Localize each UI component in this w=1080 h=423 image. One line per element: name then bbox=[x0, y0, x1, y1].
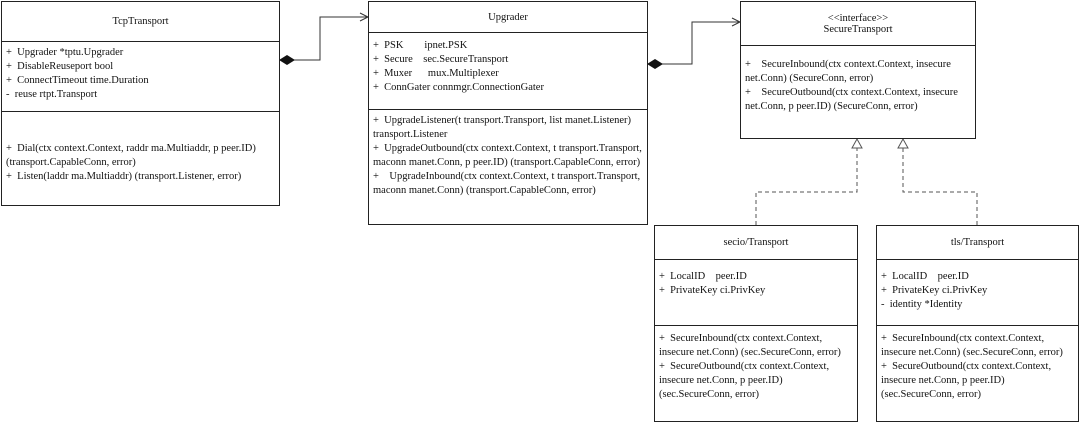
interface-stereotype: <<interface>> bbox=[827, 12, 889, 24]
attributes-section: + PSK ipnet.PSK + Secure sec.SecureTrans… bbox=[369, 33, 647, 110]
class-tcp-transport: TcpTransport + Upgrader *tptu.Upgrader +… bbox=[1, 1, 280, 206]
method: + SecureInbound(ctx context.Context, ins… bbox=[745, 59, 954, 84]
attributes-section: + LocalID peer.ID + PrivateKey ci.PrivKe… bbox=[655, 260, 857, 326]
class-secio-transport: secio/Transport + LocalID peer.ID + Priv… bbox=[654, 225, 858, 422]
class-title: tls/Transport bbox=[877, 226, 1078, 260]
attribute: - reuse rtpt.Transport bbox=[6, 89, 98, 100]
method: + Listen(laddr ma.Multiaddr) (transport.… bbox=[6, 171, 242, 182]
methods-section: + Dial(ctx context.Context, raddr ma.Mul… bbox=[2, 112, 279, 184]
composition-link-tcp-upgrader bbox=[279, 16, 368, 61]
class-title: <<interface>> SecureTransport bbox=[741, 2, 975, 46]
methods-section: + SecureInbound(ctx context.Context, ins… bbox=[655, 326, 857, 402]
attribute: + PSK ipnet.PSK bbox=[373, 40, 468, 51]
realization-triangle-tls bbox=[897, 137, 909, 149]
method: + SecureOutbound(ctx context.Context, in… bbox=[881, 361, 1054, 400]
realization-triangle-secio bbox=[851, 137, 863, 149]
class-upgrader: Upgrader + PSK ipnet.PSK + Secure sec.Se… bbox=[368, 1, 648, 225]
class-title: secio/Transport bbox=[655, 226, 857, 260]
composition-diamond-tcp bbox=[279, 55, 295, 65]
method: + UpgradeOutbound(ctx context.Context, t… bbox=[373, 143, 645, 168]
method: + SecureOutbound(ctx context.Context, in… bbox=[659, 361, 832, 400]
interface-secure-transport: <<interface>> SecureTransport + SecureIn… bbox=[740, 1, 976, 139]
composition-diamond-upgrader bbox=[647, 59, 663, 69]
method: + SecureInbound(ctx context.Context, ins… bbox=[881, 333, 1063, 358]
class-name: tls/Transport bbox=[950, 237, 1005, 248]
attribute: + ConnGater connmgr.ConnectionGater bbox=[373, 82, 544, 93]
method: + SecureOutbound(ctx context.Context, in… bbox=[745, 87, 961, 112]
realization-link-secio bbox=[755, 147, 858, 225]
attribute: - identity *Identity bbox=[881, 299, 963, 310]
methods-section: + SecureInbound(ctx context.Context, ins… bbox=[877, 326, 1078, 402]
attributes-section: + Upgrader *tptu.Upgrader + DisableReuse… bbox=[2, 42, 279, 112]
class-name: Upgrader bbox=[488, 11, 528, 23]
realization-link-tls bbox=[902, 147, 978, 225]
attribute: + Muxer mux.Multiplexer bbox=[373, 68, 499, 79]
attribute: + LocalID peer.ID bbox=[881, 271, 969, 282]
class-tls-transport: tls/Transport + LocalID peer.ID + Privat… bbox=[876, 225, 1079, 422]
class-name: secio/Transport bbox=[723, 237, 789, 248]
method: + UpgradeInbound(ctx context.Context, t … bbox=[373, 171, 643, 196]
method: + SecureInbound(ctx context.Context, ins… bbox=[659, 333, 841, 358]
attribute: + Secure sec.SecureTransport bbox=[373, 54, 509, 65]
attribute: + LocalID peer.ID bbox=[659, 271, 747, 282]
method: + UpgradeListener(t transport.Transport,… bbox=[373, 115, 634, 140]
class-name: TcpTransport bbox=[112, 16, 169, 27]
composition-link-upgrader-secure bbox=[647, 21, 740, 65]
methods-section: + SecureInbound(ctx context.Context, ins… bbox=[741, 46, 975, 114]
attribute: + ConnectTimeout time.Duration bbox=[6, 75, 149, 86]
class-title: TcpTransport bbox=[2, 2, 279, 42]
methods-section: + UpgradeListener(t transport.Transport,… bbox=[369, 110, 647, 198]
method: + Dial(ctx context.Context, raddr ma.Mul… bbox=[6, 143, 259, 168]
class-name: SecureTransport bbox=[823, 23, 893, 35]
attribute: + PrivateKey ci.PrivKey bbox=[881, 285, 988, 296]
attribute: + PrivateKey ci.PrivKey bbox=[659, 285, 766, 296]
class-title: Upgrader bbox=[369, 2, 647, 33]
attribute: + Upgrader *tptu.Upgrader bbox=[6, 47, 124, 58]
attribute: + DisableReuseport bool bbox=[6, 61, 114, 72]
attributes-section: + LocalID peer.ID + PrivateKey ci.PrivKe… bbox=[877, 260, 1078, 326]
